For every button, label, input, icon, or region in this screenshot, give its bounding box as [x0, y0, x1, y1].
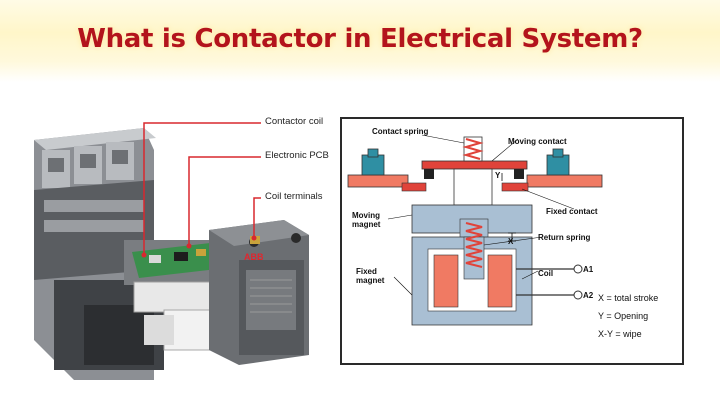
coil-label: Coil [538, 269, 554, 278]
x-gap-label: X [508, 237, 514, 246]
right-terminal-bar [526, 174, 603, 188]
abb-logo: ABB [244, 252, 264, 262]
contactor-coil-label: Contactor coil [265, 116, 324, 127]
schematic-drawing [347, 134, 603, 326]
coil-terminals-label: Coil terminals [265, 191, 323, 202]
legend-wipe: X-Y = wipe [598, 329, 642, 339]
left-terminal-bar [347, 174, 409, 188]
a2-label: A2 [583, 291, 594, 300]
legend-opening: Y = Opening [598, 311, 649, 321]
terminal-a2 [573, 290, 583, 300]
coil-left [433, 254, 459, 308]
legend-total-stroke: X = total stroke [598, 293, 659, 303]
moving-contact-bar [421, 160, 528, 170]
contact-spring-label: Contact spring [372, 127, 429, 136]
contactor-schematic: Contact spring Moving contact Y Fixed co… [340, 117, 684, 365]
right-screw [546, 154, 570, 176]
contact-spring [462, 138, 484, 160]
contactor-photo: ABB Contactor coil Electronic PCB Coil t… [14, 110, 344, 390]
title-banner [0, 0, 720, 82]
plunger-shaft [453, 168, 493, 206]
terminal-a1 [573, 264, 583, 274]
coil-right [487, 254, 513, 308]
right-fixed-contact [501, 182, 529, 192]
electronic-pcb-label: Electronic PCB [265, 150, 329, 161]
left-fixed-contact [401, 182, 427, 192]
fixed-contact-label: Fixed contact [546, 207, 598, 216]
contactor-illustration: ABB [34, 122, 309, 380]
return-spring [465, 222, 483, 268]
return-spring-label: Return spring [538, 233, 591, 242]
left-screw [361, 154, 385, 176]
page-title: What is Contactor in Electrical System? [77, 24, 643, 54]
y-gap-label: Y [495, 171, 501, 180]
moving-contact-label: Moving contact [508, 137, 567, 146]
a1-label: A1 [583, 265, 594, 274]
